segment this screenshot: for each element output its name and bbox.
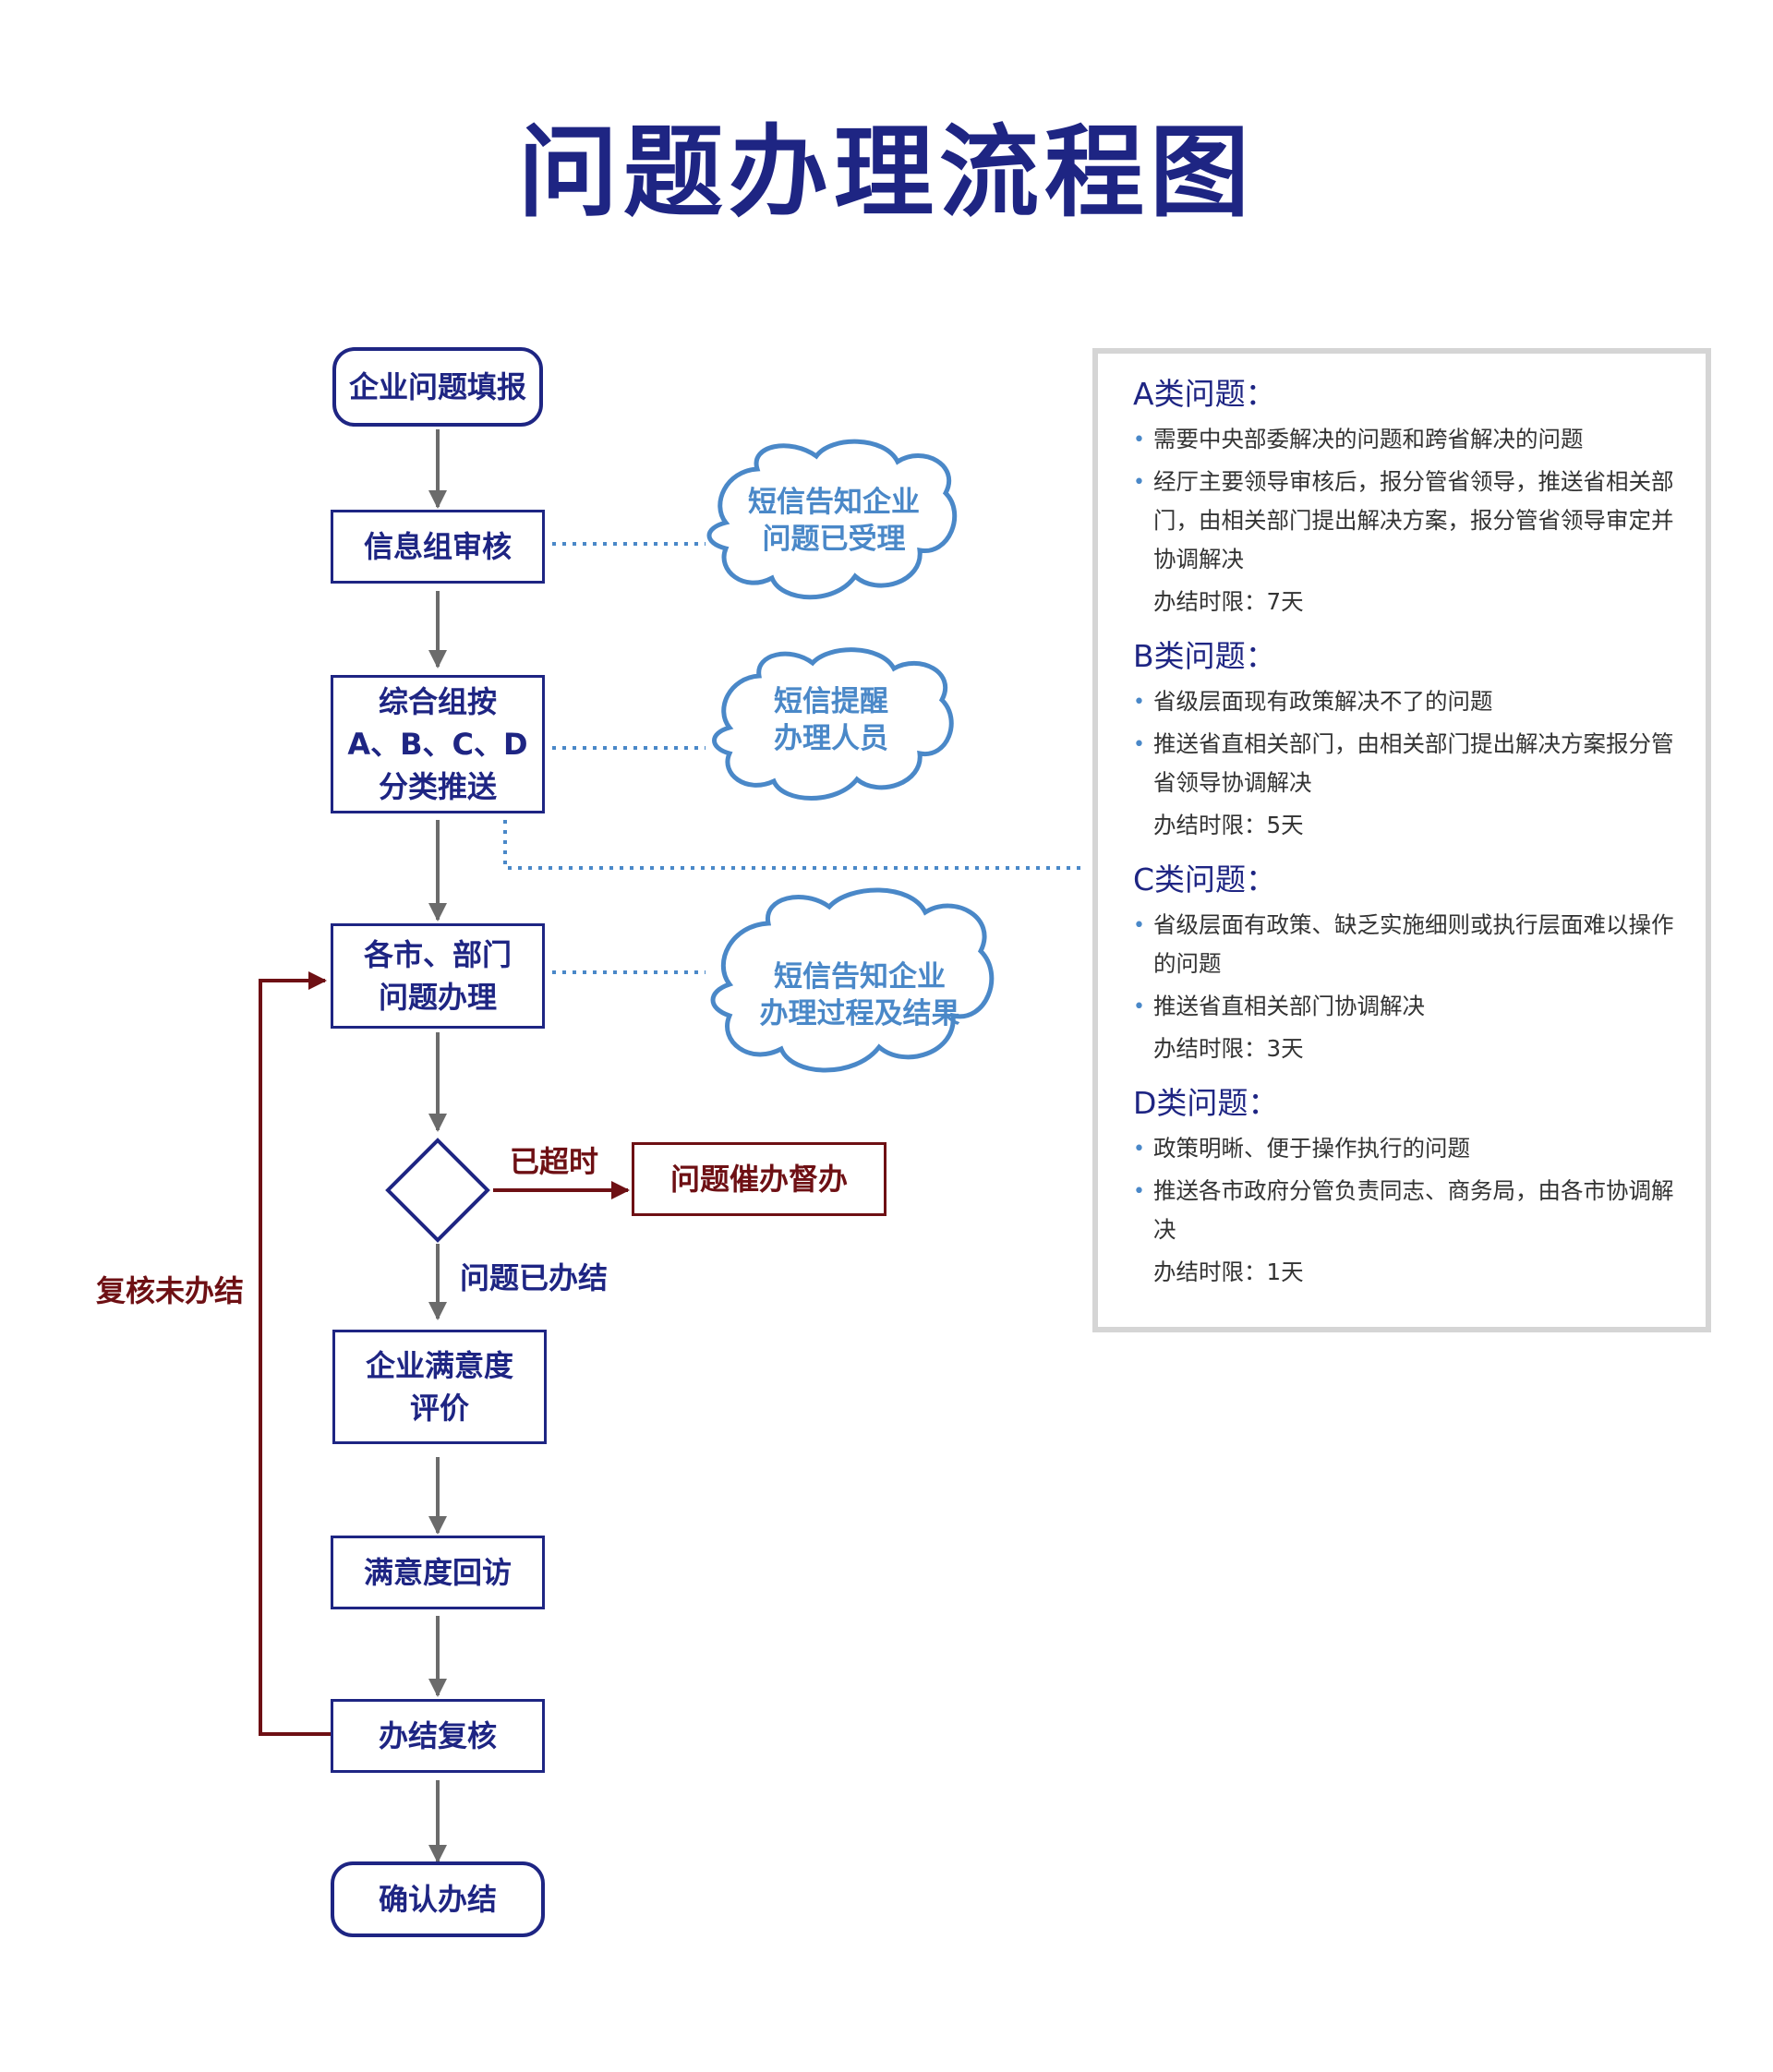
- node-classify: 综合组按 A、B、C、D 分类推送: [331, 675, 545, 813]
- category-a-limit: 办结时限：7天: [1153, 588, 1304, 615]
- category-c-bullet-text: 省级层面有政策、缺乏实施细则或执行层面难以操作的问题: [1153, 911, 1674, 977]
- category-b-bullet: • 推送省直相关部门，由相关部门提出解决方案报分管省领导协调解决: [1133, 725, 1678, 802]
- node-review: 信息组审核: [331, 510, 545, 584]
- node-start-label: 企业问题填报: [348, 369, 526, 404]
- bullet-dot-icon: •: [1133, 733, 1145, 756]
- category-b-bullet-text: 推送省直相关部门，由相关部门提出解决方案报分管省领导协调解决: [1153, 730, 1674, 796]
- node-end-label: 确认办结: [378, 1882, 497, 1917]
- node-recheck-label: 办结复核: [378, 1718, 497, 1753]
- node-classify-line-3: 分类推送: [378, 769, 497, 804]
- bullet-dot-icon: •: [1133, 428, 1145, 452]
- category-c-bullet-text: 推送省直相关部门协调解决: [1153, 993, 1425, 1019]
- cloud-sms-result-line-2: 办理过程及结果: [759, 997, 960, 1030]
- node-end: 确认办结: [331, 1861, 545, 1937]
- category-c: C类问题： • 省级层面有政策、缺乏实施细则或执行层面难以操作的问题 • 推送省直相…: [1133, 860, 1678, 1068]
- label-not-resolved: 复核未办结: [96, 1273, 245, 1308]
- node-urge-label: 问题催办督办: [669, 1162, 848, 1197]
- label-resolved: 问题已办结: [460, 1260, 609, 1295]
- node-evaluate: 企业满意度 评价: [332, 1330, 547, 1444]
- node-evaluate-line-2: 评价: [409, 1391, 469, 1426]
- category-c-bullet: • 省级层面有政策、缺乏实施细则或执行层面难以操作的问题: [1133, 906, 1678, 983]
- category-b: B类问题： • 省级层面现有政策解决不了的问题 • 推送省直相关部门，由相关部门提出…: [1133, 636, 1678, 845]
- node-classify-line-2: A、B、C、D: [347, 727, 528, 762]
- bullet-dot-icon: •: [1133, 691, 1145, 714]
- category-c-bullet: • 推送省直相关部门协调解决: [1133, 987, 1678, 1026]
- node-urge: 问题催办督办: [632, 1142, 886, 1216]
- category-d-bullet-text: 推送各市政府分管负责同志、商务局，由各市协调解决: [1153, 1177, 1674, 1243]
- node-handle-line-2: 问题办理: [378, 980, 497, 1015]
- cloud-sms-accepted: [706, 439, 958, 600]
- page-title: 问题办理流程图: [517, 115, 1255, 231]
- category-d: D类问题： • 政策明晰、便于操作执行的问题 • 推送各市政府分管负责同志、商务局，…: [1133, 1083, 1678, 1292]
- category-c-limit: 办结时限：3天: [1153, 1035, 1304, 1062]
- bullet-dot-icon: •: [1133, 995, 1145, 1018]
- category-d-limit: 办结时限：1天: [1153, 1259, 1304, 1285]
- category-panel: A类问题： • 需要中央部委解决的问题和跨省解决的问题 • 经厅主要领导审核后，报分…: [1092, 348, 1711, 1332]
- decision-diamond: [385, 1138, 490, 1243]
- node-review-label: 信息组审核: [363, 529, 512, 564]
- category-c-title: C类问题：: [1133, 861, 1277, 897]
- category-b-title: B类问题：: [1133, 638, 1276, 674]
- cloud-sms-remind-line-2: 办理人员: [774, 722, 888, 755]
- category-d-bullet-text: 政策明晰、便于操作执行的问题: [1153, 1135, 1470, 1162]
- loop-recheck-to-handle: [259, 971, 331, 1736]
- category-d-bullet: • 政策明晰、便于操作执行的问题: [1133, 1129, 1678, 1168]
- node-classify-line-1: 综合组按: [378, 684, 497, 719]
- node-handle: 各市、部门 问题办理: [331, 923, 545, 1029]
- cloud-sms-remind-line-1: 短信提醒: [774, 685, 888, 718]
- category-a: A类问题： • 需要中央部委解决的问题和跨省解决的问题 • 经厅主要领导审核后，报分…: [1133, 374, 1678, 621]
- node-revisit: 满意度回访: [331, 1536, 545, 1609]
- cloud-sms-result-text: 短信告知企业 办理过程及结果: [726, 958, 994, 1032]
- node-handle-line-1: 各市、部门: [363, 937, 512, 972]
- category-d-bullet: • 推送各市政府分管负责同志、商务局，由各市协调解决: [1133, 1172, 1678, 1249]
- category-a-title: A类问题：: [1133, 376, 1276, 412]
- cloud-sms-accepted-line-2: 问题已受理: [762, 523, 906, 556]
- dotted-classify-to-panel: [503, 820, 1084, 870]
- bullet-dot-icon: •: [1133, 914, 1145, 937]
- category-b-limit: 办结时限：5天: [1153, 812, 1304, 838]
- node-recheck: 办结复核: [331, 1699, 545, 1773]
- cloud-sms-accepted-text: 短信告知企业 问题已受理: [709, 484, 959, 558]
- category-b-bullet: • 省级层面现有政策解决不了的问题: [1133, 682, 1678, 721]
- category-a-bullet: • 需要中央部委解决的问题和跨省解决的问题: [1133, 420, 1678, 459]
- node-start: 企业问题填报: [332, 347, 543, 427]
- cloud-sms-result-line-1: 短信告知企业: [774, 960, 946, 994]
- cloud-sms-remind: [712, 647, 954, 801]
- cloud-sms-accepted-line-1: 短信告知企业: [748, 486, 920, 519]
- category-d-title: D类问题：: [1133, 1085, 1279, 1121]
- category-a-bullet-text: 经厅主要领导审核后，报分管省领导，推送省相关部门，由相关部门提出解决方案，报分管…: [1153, 468, 1674, 572]
- clouds: [706, 439, 995, 1073]
- cloud-sms-result: [710, 887, 995, 1073]
- cloud-sms-remind-text: 短信提醒 办理人员: [711, 683, 951, 757]
- node-revisit-label: 满意度回访: [363, 1555, 512, 1590]
- category-a-bullet: • 经厅主要领导审核后，报分管省领导，推送省相关部门，由相关部门提出解决方案，报分…: [1133, 463, 1678, 579]
- node-evaluate-line-1: 企业满意度: [365, 1348, 513, 1383]
- category-a-bullet-text: 需要中央部委解决的问题和跨省解决的问题: [1153, 426, 1584, 452]
- bullet-dot-icon: •: [1133, 1180, 1145, 1203]
- label-overtime: 已超时: [510, 1144, 599, 1179]
- category-b-bullet-text: 省级层面现有政策解决不了的问题: [1153, 688, 1493, 715]
- bullet-dot-icon: •: [1133, 471, 1145, 494]
- bullet-dot-icon: •: [1133, 1138, 1145, 1161]
